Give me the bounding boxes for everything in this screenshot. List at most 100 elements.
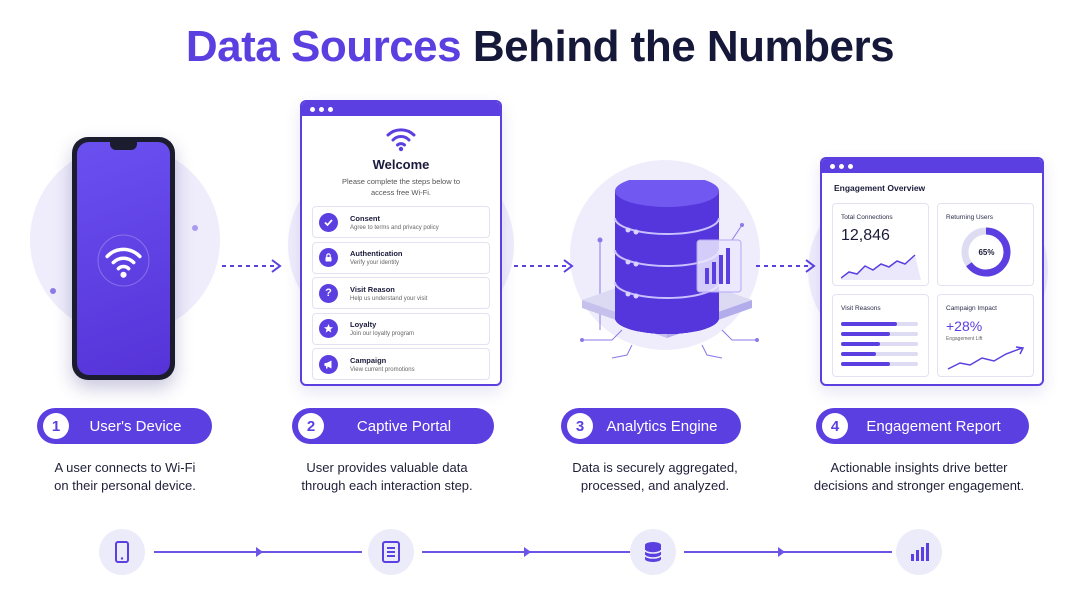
flow-document — [368, 529, 414, 575]
window-titlebar — [822, 159, 1042, 173]
step-title: Visit Reason — [350, 284, 395, 294]
step-title: Loyalty — [350, 320, 377, 329]
step-title: Consent — [350, 213, 380, 223]
stage-number: 3 — [567, 413, 593, 439]
desc-line: User provides valuable data — [306, 460, 468, 475]
database-icon — [644, 542, 662, 562]
window-titlebar — [302, 102, 500, 116]
step-desc: Help us understand your visit — [350, 295, 428, 302]
flow-arrowhead — [524, 547, 531, 557]
decor-dot — [192, 225, 198, 231]
stage-label: Engagement Report — [866, 417, 1001, 435]
card-visit-reasons: Visit Reasons — [832, 294, 929, 377]
visit-reason-bar — [841, 322, 918, 326]
megaphone-icon — [319, 354, 338, 374]
stage-number: 2 — [298, 413, 324, 439]
stage-number: 1 — [43, 413, 69, 439]
flow-database — [630, 529, 676, 575]
returning-users-value: 65% — [978, 248, 995, 257]
desc-line: Data is securely aggregated, — [572, 460, 738, 475]
flow-arrow-1 — [222, 259, 282, 273]
question-icon: ? — [319, 283, 338, 303]
decor-dot — [50, 288, 56, 294]
flow-arrow-2 — [514, 259, 574, 273]
document-icon — [382, 541, 400, 563]
visit-reason-bar-fill — [841, 342, 880, 346]
visit-reason-bar-fill — [841, 352, 876, 356]
flow-bar-chart — [896, 529, 942, 575]
step-desc: Join our loyalty program — [350, 331, 415, 337]
stage-description-3: Data is securely aggregated, processed, … — [525, 459, 785, 495]
stage-description-2: User provides valuable data through each… — [257, 459, 517, 495]
lock-icon — [319, 248, 338, 267]
flow-phone — [99, 529, 145, 575]
visit-reason-bar-fill — [841, 362, 890, 366]
visit-reason-bar — [841, 362, 918, 366]
desc-line: A user connects to Wi-Fi — [54, 460, 196, 475]
stage-pill-analytics-engine: 3 Analytics Engine — [561, 408, 741, 444]
step-title: Authentication — [350, 249, 403, 258]
step-desc: View current promotions — [350, 366, 415, 373]
flow-line — [684, 551, 892, 553]
desc-line: decisions and stronger engagement. — [813, 478, 1025, 493]
visit-reasons-bars — [833, 322, 928, 366]
stage-label: Captive Portal — [356, 417, 452, 435]
visit-reason-bar-fill — [841, 332, 890, 336]
card-label: Visit Reasons — [841, 305, 881, 312]
phone-notch — [110, 142, 137, 150]
stage-number: 4 — [822, 413, 848, 439]
visit-reason-bar — [841, 332, 918, 336]
title-accent: Data Sources — [185, 22, 462, 71]
card-label: Campaign Impact — [946, 305, 997, 312]
check-icon — [319, 212, 338, 232]
desc-line: processed, and analyzed. — [580, 478, 730, 493]
portal-subtitle: Please complete the steps below to acces… — [342, 177, 460, 197]
returning-users-donut — [961, 227, 1011, 277]
captive-portal-window: Welcome Please complete the steps below … — [300, 100, 502, 386]
portal-welcome: Welcome — [372, 157, 430, 172]
card-label: Total Connections — [841, 214, 893, 221]
stage-label: User's Device — [89, 417, 182, 435]
title-rest: Behind the Numbers — [472, 22, 895, 71]
stage-description-4: Actionable insights drive better decisio… — [789, 459, 1049, 495]
step-desc: Agree to terms and privacy policy — [350, 224, 439, 231]
stage-pill-users-device: 1 User's Device — [37, 408, 212, 444]
card-label: Returning Users — [946, 214, 993, 221]
flow-arrow-3 — [756, 259, 816, 273]
report-title: Engagement Overview — [834, 183, 926, 193]
smartphone — [72, 137, 175, 380]
campaign-lift-value: +28% — [946, 318, 983, 334]
page-title: Data Sources Behind the Numbers — [0, 22, 1080, 72]
engagement-report-window: Engagement Overview Total Connections 12… — [820, 157, 1044, 386]
visit-reason-bar — [841, 352, 918, 356]
stage-pill-captive-portal: 2 Captive Portal — [292, 408, 494, 444]
visit-reason-bar-fill — [841, 322, 898, 326]
card-campaign-impact: Campaign Impact +28% Engagement Lift — [937, 294, 1034, 377]
stage-pill-engagement-report: 4 Engagement Report — [816, 408, 1029, 444]
stage-description-1: A user connects to Wi-Fi on their person… — [0, 459, 255, 495]
card-returning-users: Returning Users 65% — [937, 203, 1034, 286]
desc-line: on their personal device. — [54, 478, 196, 493]
trend-arrow-line — [947, 346, 1025, 370]
database-icon — [580, 180, 759, 359]
diagram-stage: Welcome Please complete the steps below … — [0, 95, 1080, 395]
bar-chart-icon — [911, 543, 929, 561]
trend-line — [841, 254, 921, 280]
wifi-icon — [386, 128, 416, 152]
card-total-connections: Total Connections 12,846 — [832, 203, 929, 286]
desc-line: through each interaction step. — [301, 478, 473, 493]
phone-icon — [115, 541, 129, 563]
phone-screen — [77, 142, 170, 375]
report-cards: Total Connections 12,846 Returning Users… — [832, 203, 1034, 377]
total-connections-value: 12,846 — [841, 227, 890, 244]
star-icon — [319, 319, 338, 338]
visit-reason-bar — [841, 342, 918, 346]
campaign-caption: Engagement Lift — [946, 336, 983, 342]
desc-line: Actionable insights drive better — [830, 460, 1008, 475]
